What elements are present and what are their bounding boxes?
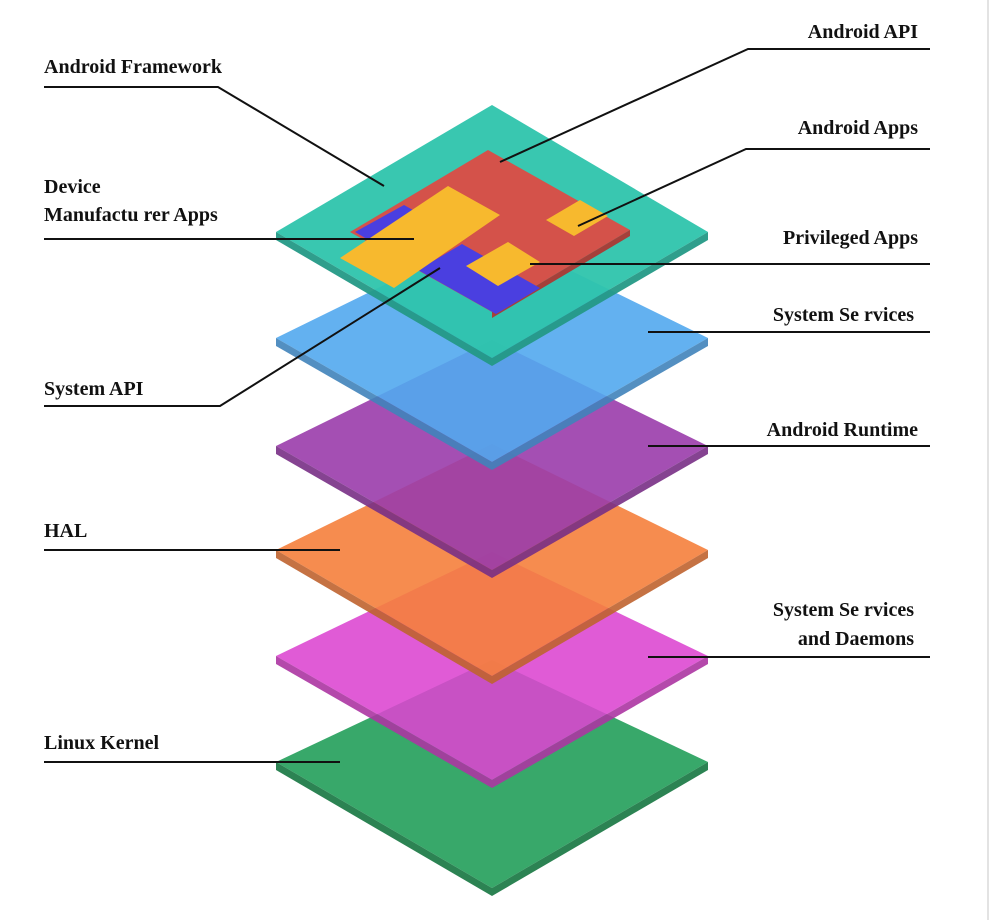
layer-linux-kernel-side-left <box>276 762 492 896</box>
label-system-services-daemons-line1: System Se rvices <box>773 599 914 621</box>
layer-system-services-side-left <box>276 338 492 470</box>
label-system-services: System Se rvices <box>773 304 914 326</box>
leader-android-framework <box>44 86 385 187</box>
label-android-api: Android API <box>808 21 918 43</box>
label-privileged-apps: Privileged Apps <box>783 227 918 249</box>
leader-android-apps <box>577 148 930 227</box>
label-hal: HAL <box>44 520 87 542</box>
layer-system-services-daemons-side-right <box>492 656 708 788</box>
label-device-apps-line1: Device <box>44 176 101 198</box>
label-android-runtime: Android Runtime <box>767 419 918 441</box>
layer-android-framework <box>276 105 708 366</box>
android-api-block <box>350 150 630 312</box>
android-api-block-side <box>492 230 630 318</box>
layer-hal-side-right <box>492 550 708 684</box>
device-apps-block <box>340 186 500 288</box>
leader-android-api <box>499 48 930 163</box>
layer-linux-kernel-side-right <box>492 762 708 896</box>
android-apps-block <box>546 200 608 236</box>
label-system-services-daemons-line2: and Daemons <box>798 628 914 650</box>
label-android-framework: Android Framework <box>44 56 223 78</box>
layer-system-services-side-right <box>492 338 708 470</box>
privileged-apps-block <box>466 242 540 286</box>
layer-android-framework-side-left <box>276 232 492 366</box>
label-system-api: System API <box>44 378 144 400</box>
leader-system-api <box>44 267 441 407</box>
label-linux-kernel: Linux Kernel <box>44 732 159 754</box>
label-android-apps: Android Apps <box>798 117 918 139</box>
layer-hal-side-left <box>276 550 492 684</box>
system-api-block <box>418 244 540 314</box>
layer-android-framework-side-right <box>492 232 708 366</box>
layer-android-runtime-side-left <box>276 446 492 578</box>
system-api-block-left <box>355 205 420 242</box>
layer-system-services-daemons-side-left <box>276 656 492 788</box>
layer-android-runtime-side-right <box>492 446 708 578</box>
label-device-apps-line2: Manufactu rer Apps <box>44 204 218 226</box>
